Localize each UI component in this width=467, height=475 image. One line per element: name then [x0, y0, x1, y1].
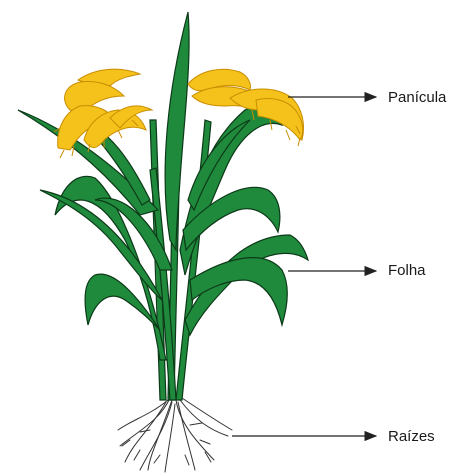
roots-label: Raízes [388, 429, 435, 444]
leaf-label: Folha [388, 263, 426, 278]
leaf [165, 12, 189, 250]
panicle-label: Panícula [388, 90, 446, 105]
leaf [190, 258, 287, 325]
roots [118, 398, 232, 472]
